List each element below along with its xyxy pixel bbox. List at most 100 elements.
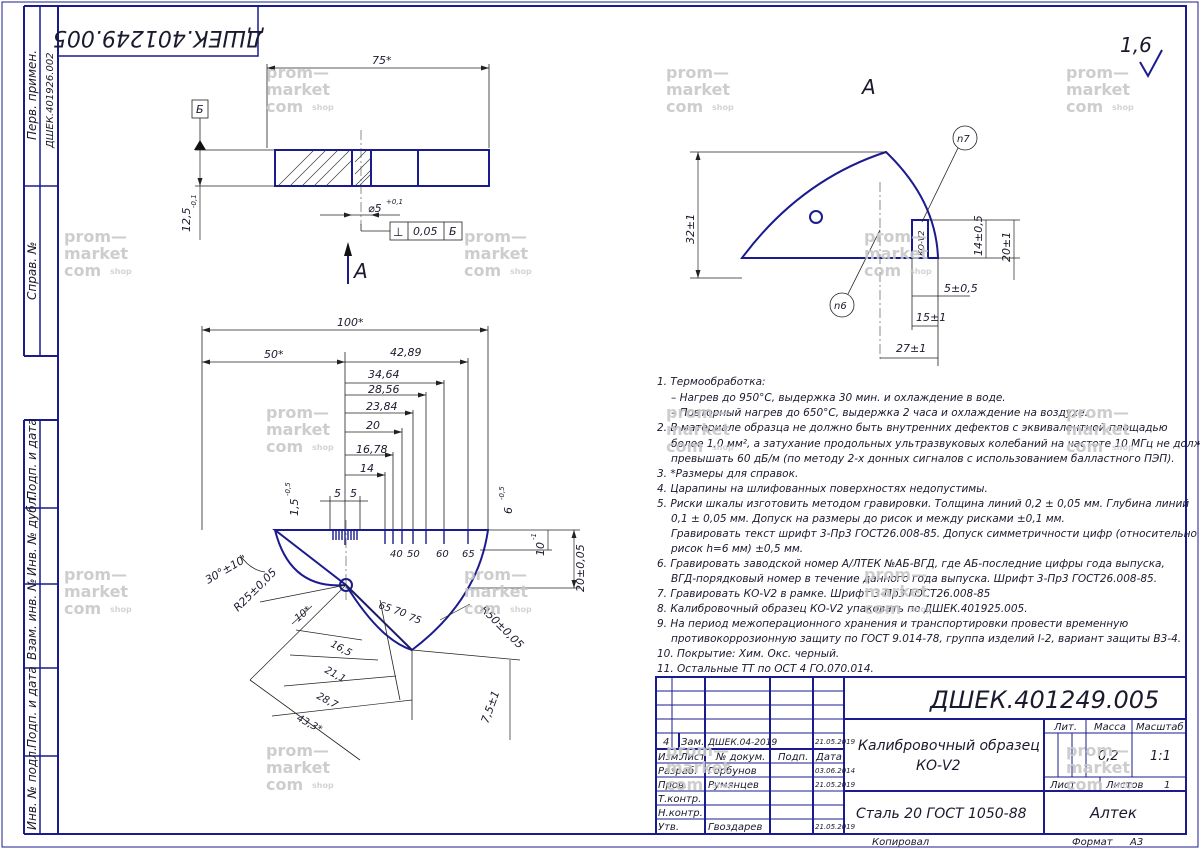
date-prov: 21.05.2019 [815,781,856,789]
svg-text:com: com [64,599,101,618]
svg-text:shop: shop [312,443,334,452]
svg-text:market: market [64,244,128,263]
sheets-label: Листов [1105,780,1143,791]
mass-value: 0,2 [1098,749,1119,764]
rev-change: Зам. [681,737,704,748]
perv-primen-label: Перв. примен. [25,50,39,140]
watermark: prom— market com shop [464,565,532,618]
svg-text:com: com [666,437,703,456]
diag-dim-43-3: 43,3* [295,713,324,736]
dim-thickness: 12,5 [180,208,193,233]
sheet-label: Лист [1049,780,1077,791]
arc-label-75: 75 [407,612,423,626]
svg-text:prom—: prom— [464,565,527,584]
name-prov: Румянцев [708,780,759,791]
svg-text:prom—: prom— [1066,741,1129,760]
svg-text:shop: shop [510,605,532,614]
watermark: prom— market com shop [266,741,334,794]
section-view-a: А КО-V2 n7 n6 32±1 14±0,5 20±1 5±0,5 1 [684,75,1020,366]
note-line: – Повторный нагрев до 650°С, выдержка 2 … [671,407,1088,419]
vzam-inv-label: Взам. инв. № [25,579,39,660]
svg-text:prom—: prom— [666,63,729,82]
top-view: 75* Б 12,5 -0,1 ⌀5 [180,54,490,284]
svg-text:market: market [266,80,330,99]
header-podp: Подп. [778,752,808,763]
dim-16-78: 16,78 [356,443,388,456]
svg-text:shop: shop [712,443,734,452]
dim-34-64: 34,64 [368,368,400,381]
perp-datum: Б [449,225,457,238]
svg-text:shop: shop [1112,443,1134,452]
note-line: ВГД-порядковый номер в течение данного г… [671,573,1157,585]
svg-text:market: market [464,244,528,263]
dim-28-56: 28,56 [368,383,400,396]
svg-text:market: market [1066,80,1130,99]
role-tkontr: Т.контр. [658,794,701,805]
perp-value: 0,05 [413,225,438,238]
note-line: 7. Гравировать КО-V2 в рамке. Шрифт 3-Пр… [657,588,991,600]
format-value: А3 [1129,837,1143,848]
section-mark-a: А [352,259,368,283]
dim-15-1: 15±1 [916,311,946,324]
scale-dimensions: 42,89 34,64 28,56 23,84 20 16,78 [345,346,469,530]
dim-5b: 5 [350,487,357,500]
dim-100: 100* [337,316,364,329]
note-line: более 1,0 мм², а затухание продольных ул… [671,438,1200,450]
inv-dubl-label: Инв. № дубл. [25,494,39,576]
note-line: 4. Царапины на шлифованных поверхностях … [657,483,988,495]
rotated-number-box: ДШЕК.401249.005 [53,5,264,57]
header-date: Дата [815,752,842,763]
svg-text:shop: shop [110,605,132,614]
scale-label-60: 60 [436,549,449,560]
svg-text:com: com [1066,437,1103,456]
svg-text:shop: shop [712,103,734,112]
svg-text:prom—: prom— [666,741,729,760]
section-box-text: КО-V2 [917,231,926,256]
roughness-check-icon [1139,49,1163,79]
datum-b-label: Б [196,103,204,116]
technical-notes: 1. Термообработка: – Нагрев до 950°С, вы… [657,376,1200,675]
dim-14-05: 14±0,5 [972,215,985,256]
svg-text:com: com [864,599,901,618]
svg-text:market: market [464,582,528,601]
role-prov: Пров. [658,780,687,791]
svg-text:market: market [666,80,730,99]
organization: Алтек [1089,804,1137,822]
title-line-1: Калибровочный образец [858,738,1040,754]
datum-triangle-icon [194,140,206,150]
left-margin-strip: Перв. примен. ДШЕК.401926.002 Справ. № П… [23,5,58,835]
dim-50: 50* [264,348,284,361]
svg-text:market: market [666,420,730,439]
note-line: противокоррозионную защиту по ГОСТ 9.014… [671,633,1181,645]
title-block: 4 Зам. ДШЕК.04-2019 21.05.2019 Изм. Лист… [655,676,1187,835]
callout-n6: n6 [834,301,847,312]
svg-text:prom—: prom— [666,403,729,422]
radius-25: R25±0,05 [231,566,279,614]
svg-text:market: market [266,420,330,439]
dim-6: 6 [502,507,515,514]
dim-32: 32±1 [684,214,697,244]
svg-text:prom—: prom— [864,565,927,584]
svg-text:shop: shop [910,605,932,614]
svg-text:shop: shop [910,267,932,276]
svg-text:shop: shop [1112,781,1134,790]
dim-75: 75* [372,54,392,67]
rotated-drawing-number: ДШЕК.401249.005 [53,25,264,50]
date-razrab: 03.06.2014 [815,767,855,775]
rev-date: 21.05.2019 [815,738,856,746]
svg-text:market: market [266,758,330,777]
svg-text:com: com [1066,97,1103,116]
svg-text:shop: shop [1112,103,1134,112]
watermark: prom— market com shop [666,403,734,456]
header-list: Лист [679,752,707,763]
drawing-number: ДШЕК.401249.005 [929,686,1159,714]
watermark: prom— market com shop [266,403,334,456]
dim-42-89: 42,89 [390,346,422,359]
dim-5a: 5 [334,487,341,500]
perp-symbol: ⊥ [393,225,403,239]
watermark: prom— market com shop [666,741,734,794]
perv-primen-value: ДШЕК.401926.002 [45,52,56,149]
header-doc: № докум. [715,752,765,763]
hole-tolerance: +0,1 [386,198,403,206]
dim-20-005: 20±0,05 [574,544,587,592]
